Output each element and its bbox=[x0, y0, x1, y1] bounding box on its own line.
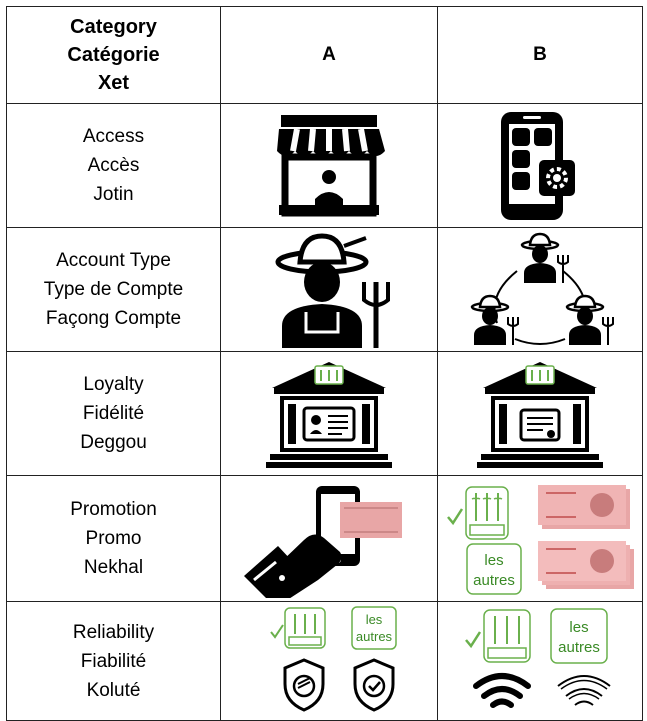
label-wo: Jotin bbox=[93, 184, 134, 205]
label-wo: Koluté bbox=[86, 679, 141, 701]
green-logo-icon bbox=[270, 607, 326, 649]
wifi-weak-icon bbox=[557, 675, 611, 706]
row-label-reliability: Reliability Fiabilité Koluté bbox=[6, 601, 221, 721]
cell-account-type-b bbox=[437, 227, 643, 352]
shield-icon bbox=[283, 658, 325, 712]
cell-loyalty-a bbox=[220, 351, 438, 476]
row-label-account-type: Account Type Type de Compte Façong Compt… bbox=[6, 227, 221, 352]
wifi-strong-icon bbox=[473, 673, 531, 708]
label-wo: Façong Compte bbox=[45, 308, 182, 329]
bank-with-certificate-icon bbox=[477, 361, 603, 468]
banknote-stack-icon bbox=[538, 540, 634, 589]
badge-line2: autres bbox=[473, 572, 515, 589]
header-category-wo: Xet bbox=[97, 72, 130, 94]
header-category-cell: Category Catégorie Xet bbox=[6, 6, 221, 104]
badge-line2: autres bbox=[356, 629, 393, 644]
label-en: Account Type bbox=[56, 250, 171, 271]
market-stall-icon bbox=[277, 114, 385, 216]
green-logo-icon bbox=[465, 609, 531, 663]
les-autres-badge: les autres bbox=[466, 542, 522, 595]
row-label-promotion: Promotion Promo Nekhal bbox=[6, 475, 221, 602]
green-logo-icon bbox=[447, 485, 509, 540]
bank-with-id-card-icon bbox=[266, 361, 392, 468]
label-en: Loyalty bbox=[83, 374, 144, 395]
label-wo: Nekhal bbox=[83, 557, 144, 578]
label-fr: Promo bbox=[85, 528, 142, 549]
row-access: Access Accès Jotin bbox=[6, 103, 643, 228]
row-reliability: Reliability Fiabilité Koluté les autres bbox=[6, 601, 643, 721]
badge-line1: les bbox=[569, 619, 588, 636]
cell-access-a bbox=[220, 103, 438, 228]
cell-reliability-a: les autres bbox=[220, 601, 438, 721]
badge-line2: autres bbox=[558, 639, 600, 656]
label-fr: Fiabilité bbox=[80, 650, 147, 672]
cell-account-type-a bbox=[220, 227, 438, 352]
label-en: Access bbox=[82, 126, 145, 147]
cell-reliability-b: les autres bbox=[437, 601, 643, 721]
cell-promotion-b: les autres bbox=[437, 475, 643, 602]
badge-line1: les bbox=[366, 612, 383, 627]
header-row: Category Catégorie Xet A B bbox=[6, 6, 643, 104]
cell-access-b bbox=[437, 103, 643, 228]
les-autres-badge: les autres bbox=[550, 608, 608, 664]
row-label-loyalty: Loyalty Fidélité Deggou bbox=[6, 351, 221, 476]
row-loyalty: Loyalty Fidélité Deggou bbox=[6, 351, 643, 476]
smartphone-settings-icon bbox=[501, 111, 575, 220]
row-label-access: Access Accès Jotin bbox=[6, 103, 221, 228]
header-category-en: Category bbox=[70, 16, 157, 38]
banknote-icon bbox=[538, 484, 630, 529]
farmer-group-cycle-icon bbox=[470, 232, 615, 346]
header-col-a: A bbox=[220, 6, 438, 104]
cell-loyalty-b bbox=[437, 351, 643, 476]
header-category-fr: Catégorie bbox=[67, 44, 160, 66]
label-en: Promotion bbox=[70, 499, 157, 520]
hand-phone-banknote-icon bbox=[244, 485, 402, 598]
label-fr: Type de Compte bbox=[43, 279, 184, 300]
label-en: Reliability bbox=[72, 621, 155, 643]
row-promotion: Promotion Promo Nekhal bbox=[6, 475, 643, 602]
farmer-with-pitchfork-icon bbox=[275, 232, 390, 348]
header-col-b: B bbox=[437, 6, 643, 104]
les-autres-badge: les autres bbox=[351, 606, 397, 650]
badge-line1: les bbox=[484, 552, 503, 569]
shield-check-icon bbox=[353, 658, 395, 712]
label-fr: Fidélité bbox=[82, 403, 145, 424]
label-fr: Accès bbox=[87, 155, 140, 176]
comparison-table: Category Catégorie Xet A B Access Accès … bbox=[6, 6, 643, 721]
label-wo: Deggou bbox=[80, 432, 147, 453]
row-account-type: Account Type Type de Compte Façong Compt… bbox=[6, 227, 643, 352]
cell-promotion-a bbox=[220, 475, 438, 602]
